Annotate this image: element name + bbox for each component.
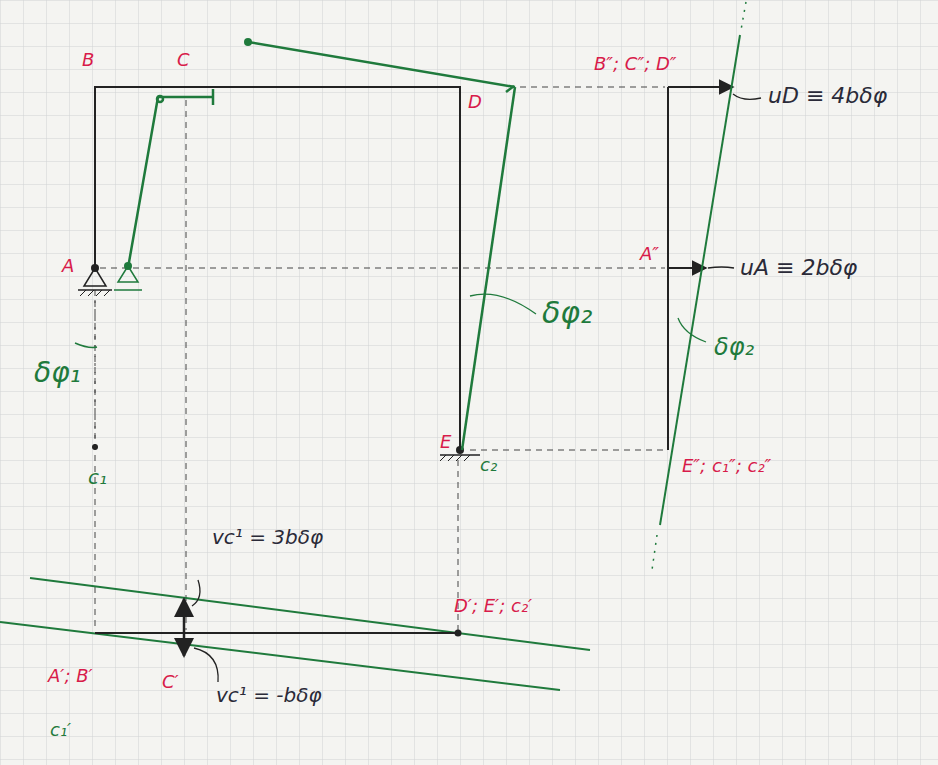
hinge-tick <box>212 89 215 105</box>
pole-dot <box>455 630 462 637</box>
annotation-label: C <box>175 50 192 70</box>
annotation-label: D′; E′; c₂′ <box>452 596 534 616</box>
annotation-label: A′; B′ <box>46 666 95 686</box>
displaced-frame <box>128 42 515 450</box>
member-end <box>244 38 252 46</box>
projection-line <box>520 87 665 88</box>
displacement-line <box>30 578 590 650</box>
roller-support <box>114 262 142 290</box>
annotation-label: E <box>438 432 453 452</box>
annotation-label: A <box>60 256 76 276</box>
displacement-arrow <box>183 599 186 633</box>
annotation-label: D <box>466 92 484 112</box>
frame <box>95 87 460 450</box>
annotation-label: c₁ <box>86 466 109 488</box>
displaced-member <box>128 97 213 268</box>
projection-line <box>100 268 665 269</box>
annotation-label: vc¹ = -bδφ <box>214 684 324 706</box>
rotation-centre <box>92 444 98 450</box>
projection-line <box>95 290 96 630</box>
leader-line <box>733 94 761 99</box>
ground-hatch <box>440 455 470 461</box>
pin-support <box>78 264 112 296</box>
annotation-label: uA ≡ 2bδφ <box>738 256 859 280</box>
displaced-member <box>248 42 515 87</box>
ground-hatch <box>80 290 110 296</box>
displacement-line <box>660 35 740 525</box>
projection-line <box>186 100 187 630</box>
leader-line <box>470 294 536 314</box>
projection-lines <box>95 87 665 630</box>
annotation-label: vc¹ = 3bδφ <box>210 526 325 548</box>
annotation-label: δφ₂ <box>540 296 594 329</box>
projection-line <box>95 300 96 445</box>
displacement-line <box>0 622 560 690</box>
reference-line <box>95 632 458 634</box>
displaced-member <box>462 87 515 450</box>
horizontal-displacement-diagram <box>470 2 761 570</box>
projection-line <box>470 450 665 451</box>
leader-line <box>194 648 218 682</box>
ground-line <box>114 289 142 291</box>
leader-line <box>678 318 706 342</box>
annotation-label: B″; C″; D″ <box>592 54 679 74</box>
displacement-arrow <box>668 86 733 88</box>
rotation-mark <box>75 343 97 348</box>
annotation-label: δφ₁ <box>32 358 83 389</box>
displacement-arrow <box>668 267 706 269</box>
annotation-label: C′ <box>160 672 181 692</box>
hinge-tick <box>506 86 514 92</box>
annotation-label: δφ₂ <box>712 334 756 360</box>
displacement-arrow <box>183 633 186 656</box>
annotation-label: A″ <box>638 244 661 264</box>
leader-line <box>708 267 734 268</box>
vertical-displacement-diagram <box>0 578 590 690</box>
frame-members <box>95 87 460 450</box>
annotation-label: c₁′ <box>48 720 73 740</box>
annotation-label: E″; c₁″; c₂″ <box>680 456 773 476</box>
leader-line <box>192 580 200 606</box>
displacement-line <box>741 2 746 30</box>
hinge <box>157 96 163 102</box>
annotation-label: B <box>80 50 96 70</box>
displacement-line <box>652 535 657 570</box>
support-triangle <box>118 266 138 282</box>
support-triangle <box>84 268 106 286</box>
annotation-label: uD ≡ 4bδφ <box>766 84 889 108</box>
ground-line <box>78 289 112 291</box>
annotation-label: c₂ <box>478 455 499 475</box>
